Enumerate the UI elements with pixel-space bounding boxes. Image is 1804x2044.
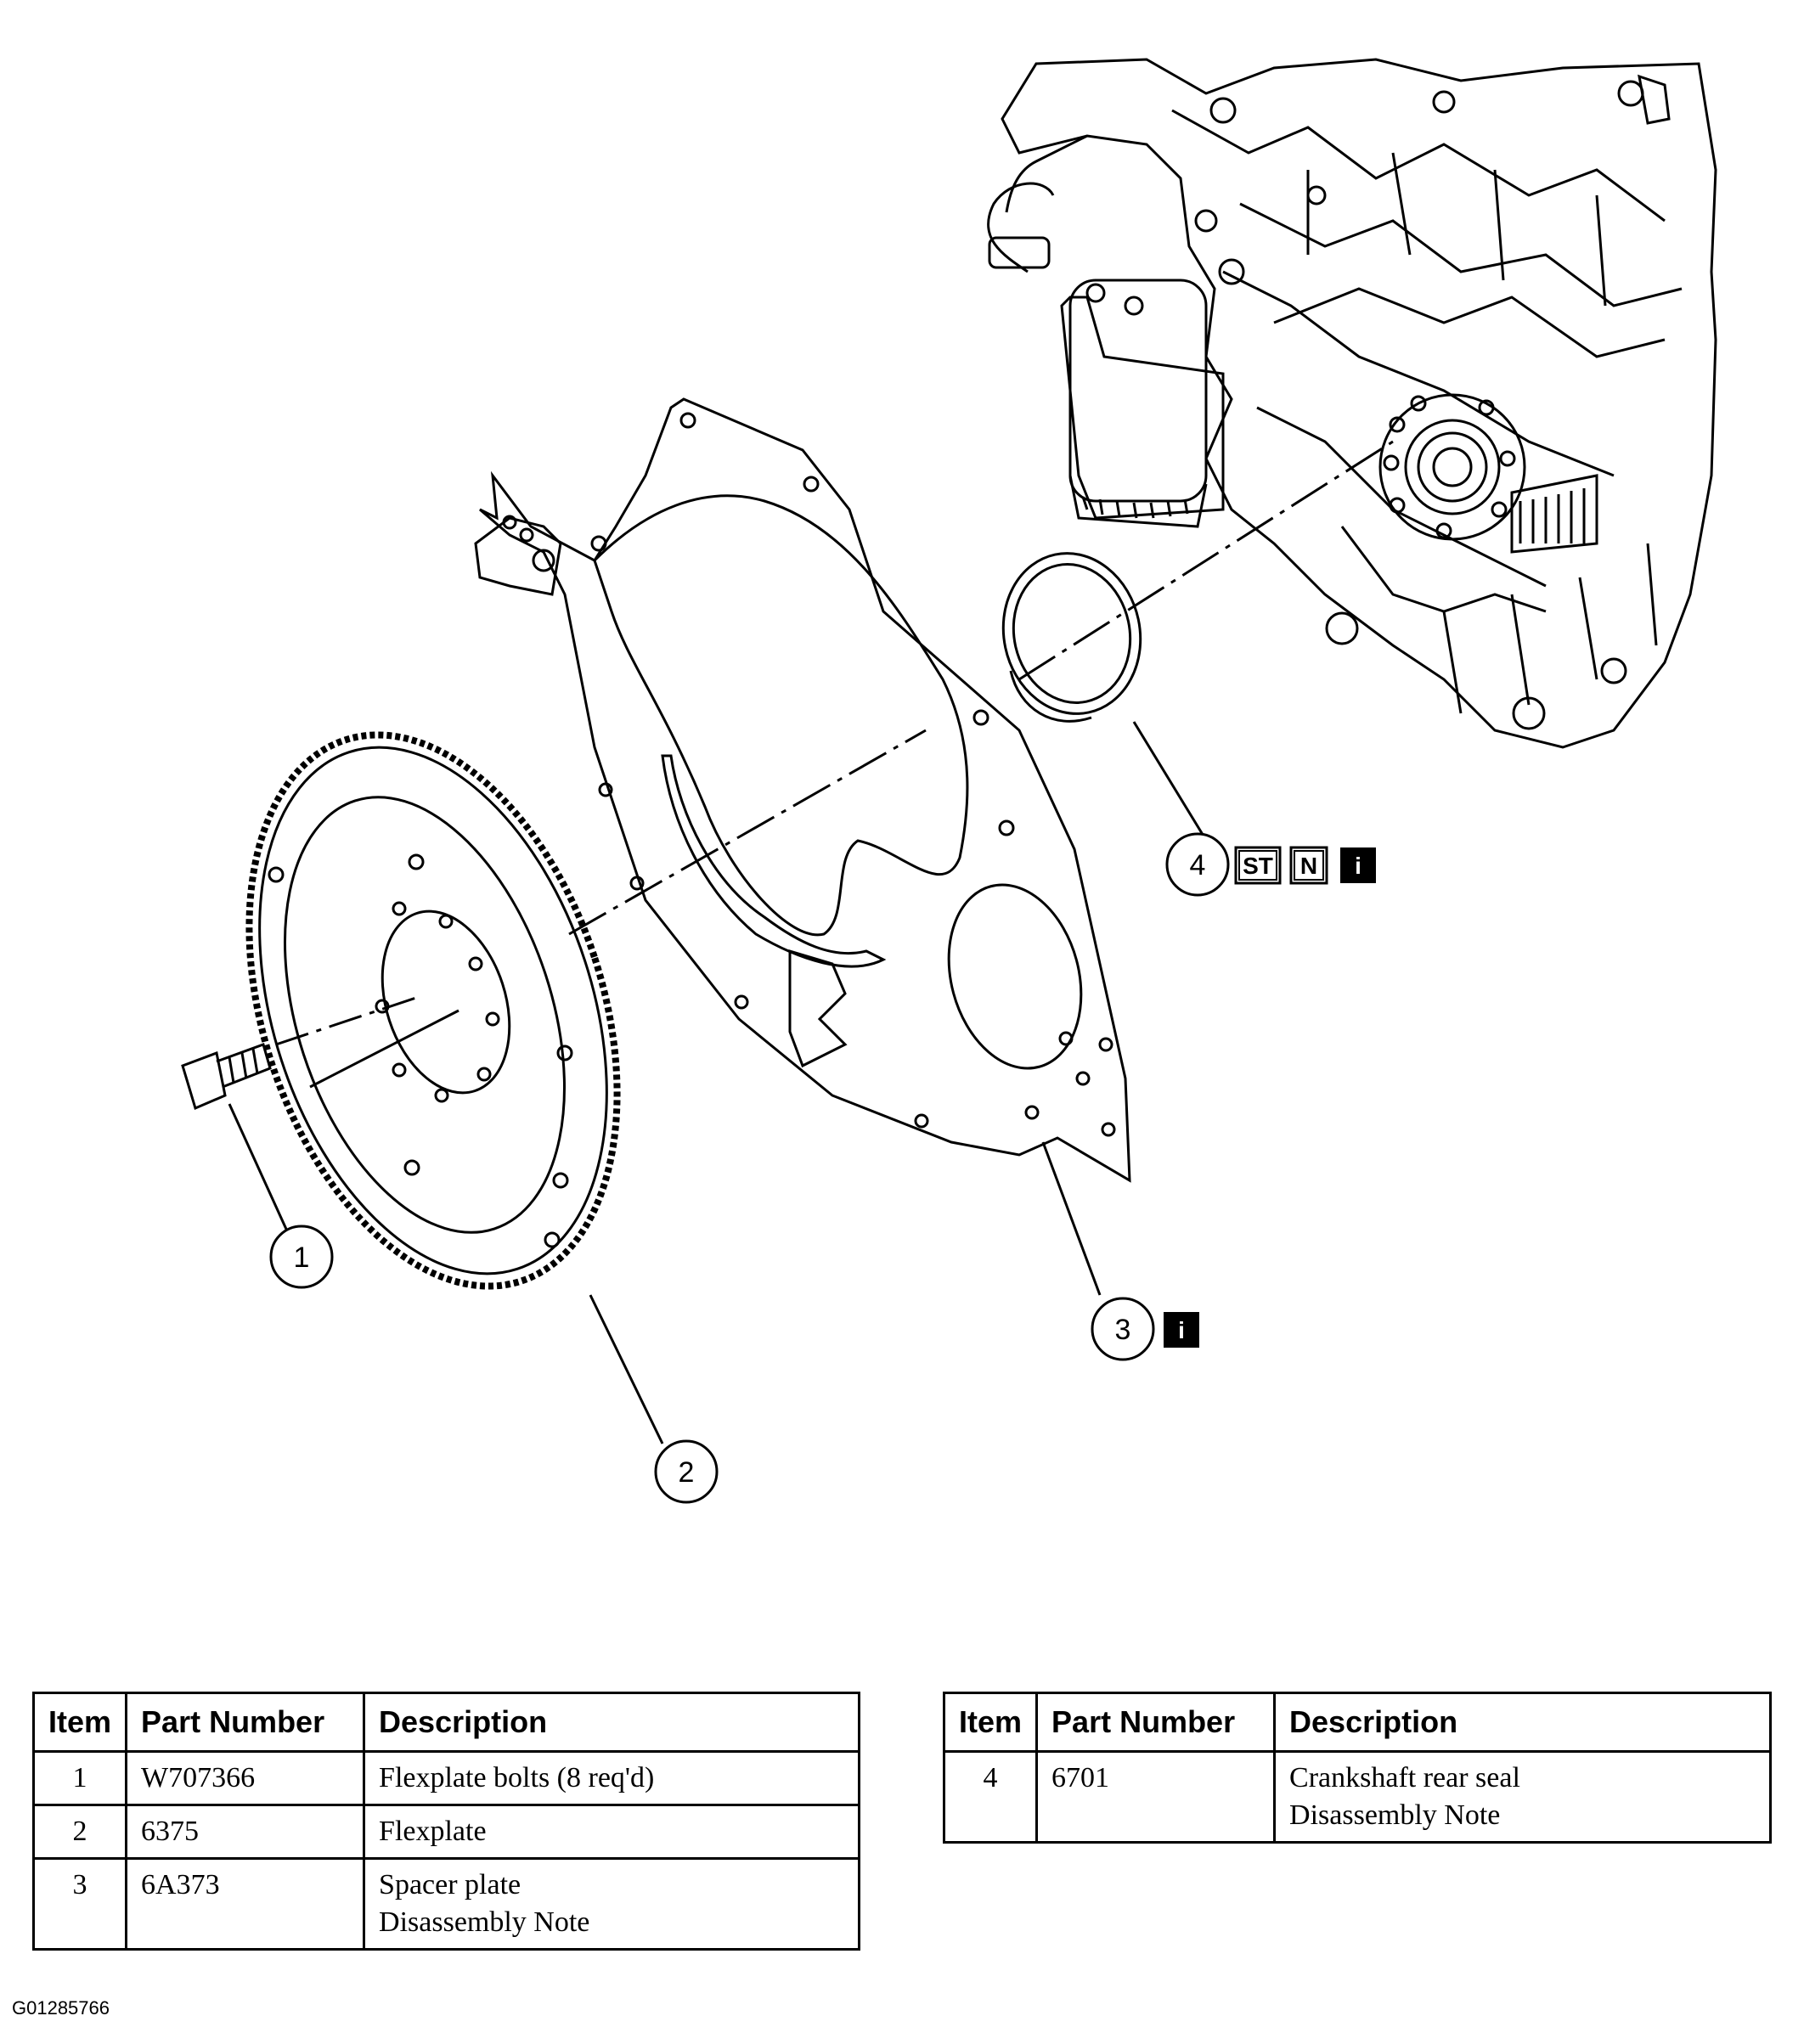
header-item: Item xyxy=(942,1692,1039,1753)
part-number: 6A373 xyxy=(125,1857,366,1951)
table-row: 2 6375 Flexplate xyxy=(31,1804,860,1860)
header-description: Description xyxy=(363,1692,860,1753)
exploded-view-diagram: 1 2 3 i 4 ST N i xyxy=(181,58,1717,1504)
part-number: 6375 xyxy=(125,1804,366,1860)
table-header-row: Item Part Number Description xyxy=(942,1692,1772,1753)
info-badge-label: i xyxy=(1355,853,1361,879)
info-badge-label: i xyxy=(1178,1317,1185,1343)
figure-code: G01285766 xyxy=(12,1997,110,2019)
header-description: Description xyxy=(1273,1692,1772,1753)
header-item: Item xyxy=(31,1692,128,1753)
special-tool-icon xyxy=(1234,846,1282,885)
disassembly-note-link[interactable]: Disassembly Note xyxy=(379,1906,590,1938)
engine-block-illustration xyxy=(987,58,1717,749)
new-part-icon xyxy=(1289,846,1328,885)
part-number: W707366 xyxy=(125,1750,366,1806)
callout-1-number: 1 xyxy=(294,1242,310,1274)
spacer-plate xyxy=(474,397,1131,1183)
info-icon xyxy=(1164,1312,1199,1348)
description-line: Spacer plate xyxy=(379,1869,521,1900)
table-row: 4 6701 Crankshaft rear seal Disassembly … xyxy=(942,1750,1772,1844)
table-row: 3 6A373 Spacer plate Disassembly Note xyxy=(31,1857,860,1951)
callout-2-number: 2 xyxy=(679,1456,695,1489)
callout-4-number: 4 xyxy=(1190,849,1206,881)
description-line: Crankshaft rear seal xyxy=(1289,1762,1520,1793)
table-row: 1 W707366 Flexplate bolts (8 req'd) xyxy=(31,1750,860,1806)
header-part-number: Part Number xyxy=(125,1692,366,1753)
description: Crankshaft rear seal Disassembly Note xyxy=(1273,1750,1772,1844)
table-header-row: Item Part Number Description xyxy=(31,1692,860,1753)
callout-2: 2 xyxy=(654,1439,719,1504)
description: Flexplate bolts (8 req'd) xyxy=(363,1750,860,1806)
alignment-lines xyxy=(228,440,1394,1444)
crankshaft-rear-seal xyxy=(1001,552,1142,723)
description: Flexplate xyxy=(363,1804,860,1860)
parts-table-right: Item Part Number Description 4 6701 Cran… xyxy=(942,1692,1772,1844)
callout-1: 1 xyxy=(269,1225,334,1289)
part-number: 6701 xyxy=(1035,1750,1277,1844)
callout-4: 4 ST N i xyxy=(1165,832,1376,897)
disassembly-note-link[interactable]: Disassembly Note xyxy=(1289,1799,1501,1831)
callout-3-number: 3 xyxy=(1115,1314,1131,1346)
description-line: Flexplate bolts (8 req'd) xyxy=(379,1762,655,1793)
item-number: 1 xyxy=(31,1750,128,1806)
parts-table-left: Item Part Number Description 1 W707366 F… xyxy=(31,1692,860,1951)
item-number: 4 xyxy=(942,1750,1039,1844)
new-part-badge-label: N xyxy=(1300,853,1317,879)
description: Spacer plate Disassembly Note xyxy=(363,1857,860,1951)
callout-3: 3 i xyxy=(1091,1297,1199,1361)
item-number: 2 xyxy=(31,1804,128,1860)
info-icon xyxy=(1340,847,1376,883)
flexplate-bolt xyxy=(181,1043,272,1111)
description-line: Flexplate xyxy=(379,1816,487,1847)
special-tool-badge-label: ST xyxy=(1243,853,1273,879)
item-number: 3 xyxy=(31,1857,128,1951)
flexplate xyxy=(245,731,621,1290)
header-part-number: Part Number xyxy=(1035,1692,1277,1753)
